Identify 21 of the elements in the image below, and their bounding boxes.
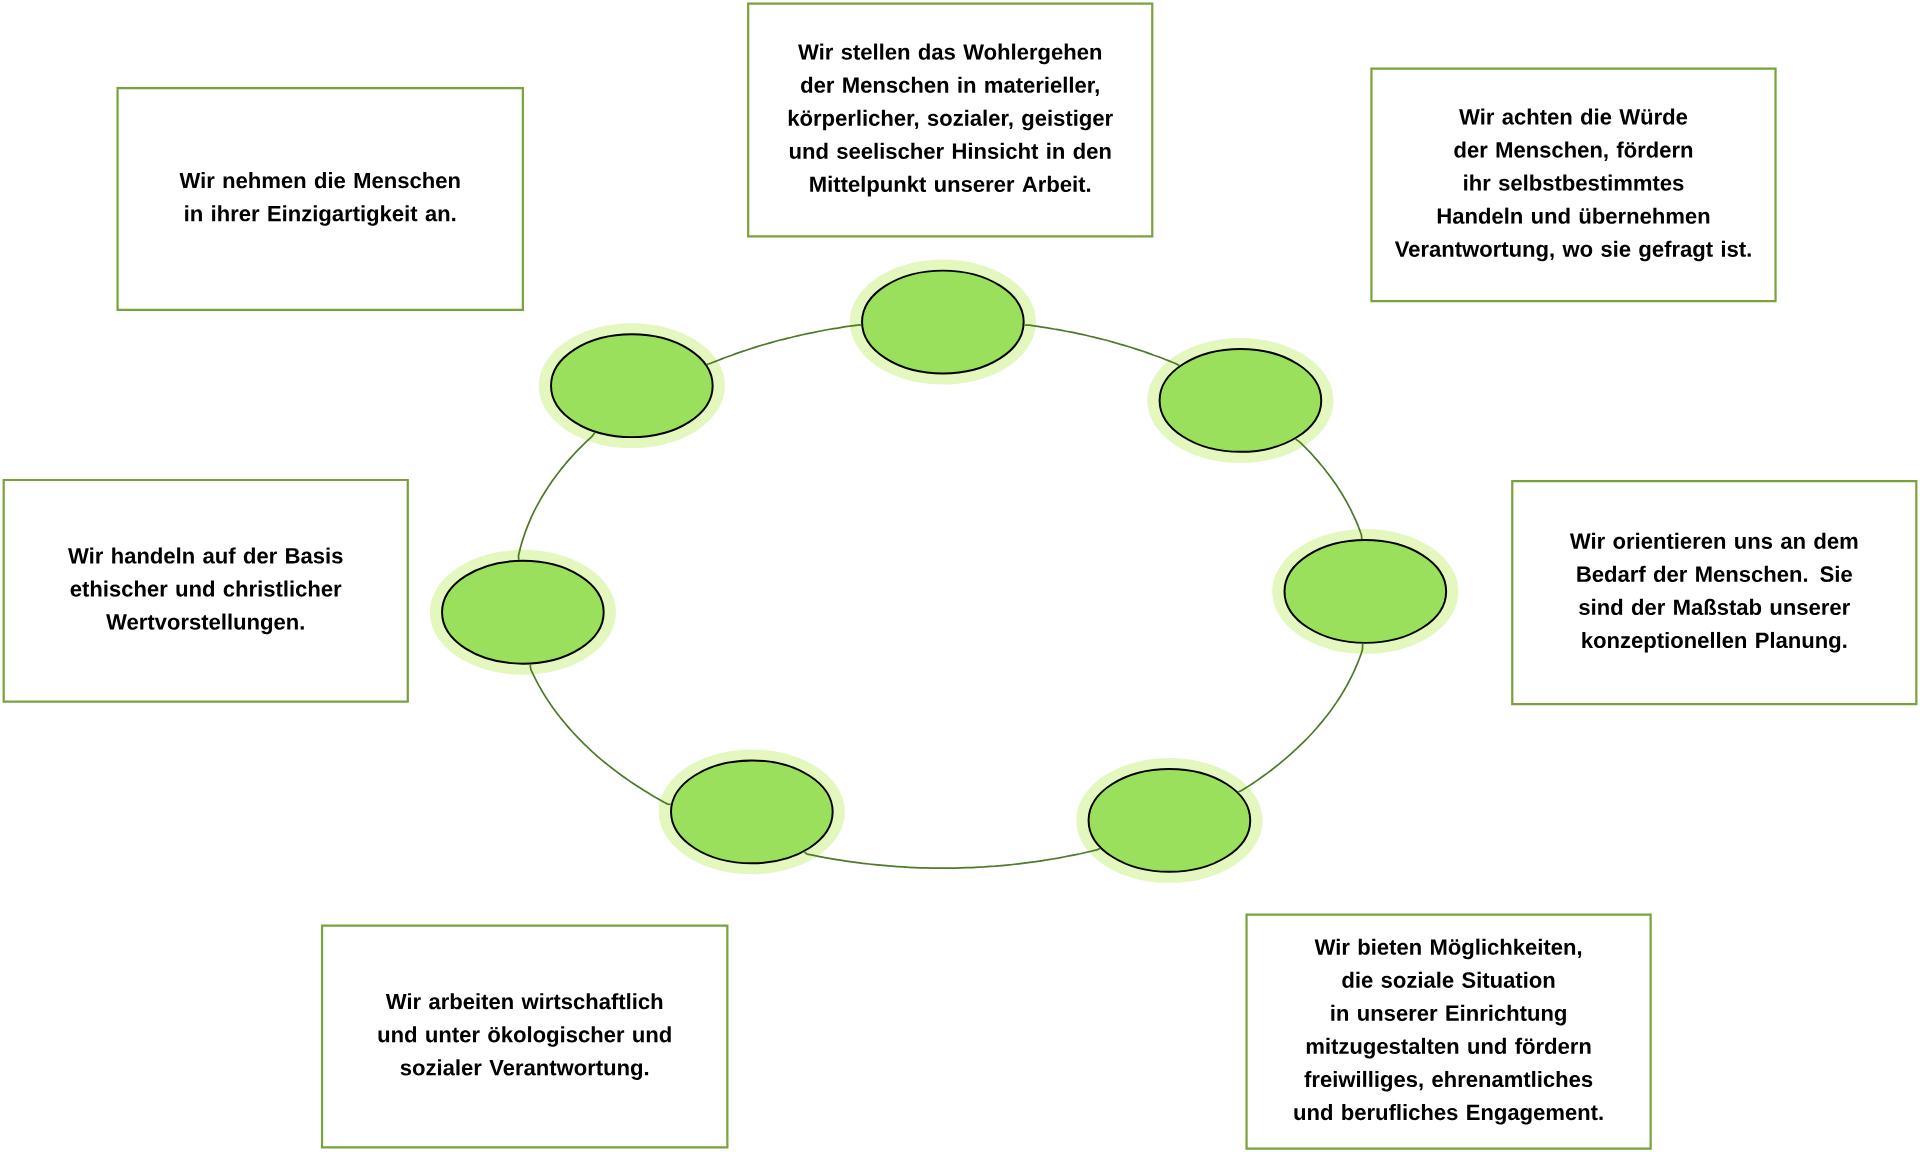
text-box: Wir orientieren uns an dem Bedarf der Menschen. Sie sind der Maßstab unserer konzeptionellen Planung. [1511,480,1918,706]
text-box: Wir achten die Würde der Menschen, fördern ihr selbstbestimmtes Handeln und übernehmen Verantwortung, wo sie gefragt ist. [1370,67,1777,303]
ellipse-node [1147,337,1334,463]
connector-line [1294,438,1363,540]
ellipse-node [538,323,725,449]
ellipse-node [429,549,616,675]
text-box: Wir nehmen die Menschen in ihrer Einzigartigkeit an. [116,86,524,311]
connector-line [517,431,596,561]
ellipse-node [849,259,1036,385]
connector-line [705,324,863,366]
connector-line [1023,324,1181,367]
ellipse-node [1272,528,1459,654]
connector-line [529,663,672,806]
text-box: Wir bieten Möglichkeiten, die soziale Situation in unserer Einrichtung mitzugestalten und fördern freiwilliges, ehrenamtliches und berufliches Engagement. [1245,913,1652,1150]
text-box: Wir handeln auf der Basis ethischer und christlicher Wertvorstellungen. [2,478,409,703]
text-box: Wir arbeiten wirtschaftlich und unter ökologischer und sozialer Verantwortung. [320,924,729,1149]
connector-line [803,847,1102,869]
ellipse-node [658,749,845,875]
connector-line [1237,642,1364,793]
text-box: Wir stellen das Wohlergehen der Menschen in materieller, körperlicher, sozialer, geistiger und seelischer Hinsicht in den Mittelpunkt unserer Arbeit. [747,2,1154,238]
ellipse-node [1076,757,1263,883]
